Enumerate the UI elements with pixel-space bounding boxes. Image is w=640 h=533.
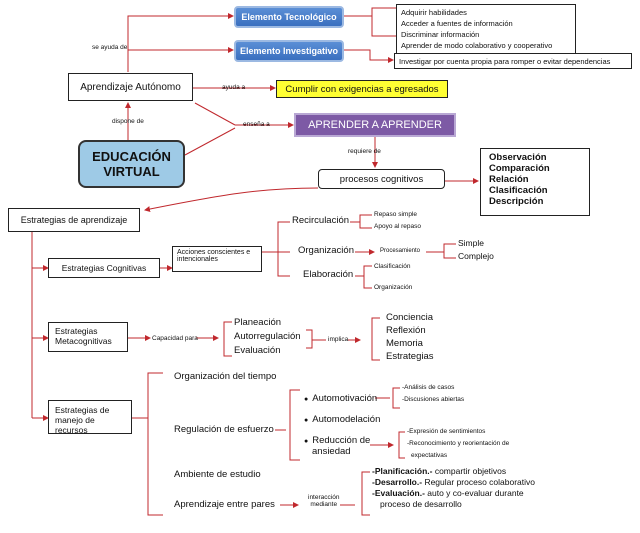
simple-label: Simple [458,238,484,248]
procesos-items-box: Observación Comparación Relación Clasifi… [480,148,590,216]
manejo-recursos-node: Estrategias de manejo de recursos [48,400,132,435]
list-item: Aprender de modo colaborativo y cooperat… [401,41,553,50]
list-item: Acceder a fuentes de información [401,19,513,28]
meta-item: Planeación [234,317,282,328]
automotivacion-label: ●Automotivación [304,393,378,405]
pares-item: -Planificación.- compartir objetivos [372,466,507,476]
implica-label: implica [328,336,349,343]
bullet-icon: ● [304,396,309,403]
capacidad-para-label: Capacidad para [152,335,198,342]
list-item: Clasificación [489,185,548,196]
implica-item: Memoria [386,338,423,349]
educacion-line1: EDUCACIÓN [92,149,171,164]
dispone-de-label: dispone de [112,118,144,125]
bullet-icon: ● [304,438,309,445]
elemento-tecnologico-node: Elemento Tecnológico [234,6,344,28]
elab-item: Clasificación [374,263,411,270]
regulacion-label: Regulación de esfuerzo [174,424,274,435]
list-item: Descripción [489,196,544,207]
list-item: Relación [489,174,529,185]
procesos-label: procesos cognitivos [339,173,424,185]
educacion-line2: VIRTUAL [103,164,160,179]
elemento-investigativo-node: Elemento Investigativo [234,40,344,62]
cumplir-label: Cumplir con exigencias a egresados [285,83,439,95]
pares-items: -Planificación.- compartir objetivos -De… [372,466,535,510]
meta-line1: Estrategias [55,326,98,336]
org-tiempo-label: Organización del tiempo [174,371,277,382]
aprender-label: APRENDER A APRENDER [308,119,442,131]
organizacion-label: Organización [298,245,354,256]
automodelacion-text: Automodelación [312,414,381,425]
auto-item: -Análisis de casos [402,384,455,391]
aprendizaje-autonomo-node: Aprendizaje Autónomo [68,73,193,101]
meta-item: Evaluación [234,345,281,356]
red-item: -Expresión de sentimientos [407,428,486,435]
elab-item: Organización [374,284,413,291]
reduccion-label: ●Reducción de ansiedad [304,435,371,458]
list-item: Observación [489,152,547,163]
list-item: Adquirir habilidades [401,8,467,17]
automodelacion-label: ●Automodelación [304,414,381,426]
implica-item: Estrategias [386,351,434,362]
recirculacion-label: Recirculación [292,215,350,226]
interaccion-label: interacción mediante [308,494,339,509]
auto-item: -Discusiones abiertas [402,396,465,403]
acciones-line1: Acciones conscientes e [177,249,251,256]
educacion-virtual-node: EDUCACIÓN VIRTUAL [78,140,185,188]
meta-line2: Metacognitivas [55,336,112,346]
interaccion-line1: interacción [308,494,340,501]
procesamiento-label: Procesamiento [380,248,421,254]
automotivacion-text: Automotivación [312,393,378,404]
reduccion-line1: Reducción de [312,435,371,446]
cognitivas-node: Estrategias Cognitivas [48,258,160,278]
ayuda-a-label: ayuda a [222,84,246,91]
se-ayuda-de-label: se ayuda de [92,44,128,51]
implica-item: Reflexión [386,325,426,336]
recirc-item: Repaso simple [374,211,417,218]
procesos-node: procesos cognitivos [318,169,445,189]
list-item: Investigar por cuenta propia para romper… [399,57,611,66]
estrategias-node: Estrategias de aprendizaje [8,208,140,232]
cognitivas-label: Estrategias Cognitivas [61,263,147,273]
requiere-de-label: requiere de [348,148,381,155]
list-item: Comparación [489,163,550,174]
implica-item: Conciencia [386,312,433,323]
manejo-line1: Estrategias de manejo de [55,405,110,425]
pares-item: -Evaluación.- auto y co-evaluar durante [372,488,524,498]
pares-item: proceso de desarrollo [380,499,462,509]
elemento-tecnologico-label: Elemento Tecnológico [241,12,337,22]
aprender-node: APRENDER A APRENDER [294,113,456,137]
red-item: -Reconocimiento y reorientación de [407,440,510,447]
list-item: Discriminar información [401,30,480,39]
tecnologico-items-box: Adquirir habilidades Acceder a fuentes d… [396,4,576,54]
estrategias-label: Estrategias de aprendizaje [20,215,128,225]
complejo-label: Complejo [458,251,494,261]
reduccion-line2: ansiedad [312,445,351,457]
ensena-a-label: enseña a [243,121,270,128]
bullet-icon: ● [304,417,309,424]
pares-label: Aprendizaje entre pares [174,499,275,510]
pares-item: -Desarrollo.- Regular proceso colaborati… [372,477,536,487]
interaccion-line2: mediante [310,501,338,509]
red-item: expectativas [411,452,448,459]
cumplir-node: Cumplir con exigencias a egresados [276,80,448,98]
manejo-line2: recursos [55,425,88,435]
aprendizaje-autonomo-label: Aprendizaje Autónomo [80,81,181,93]
acciones-node: Acciones conscientes e intencionales [172,246,262,272]
investigativo-item-box: Investigar por cuenta propia para romper… [394,53,632,69]
elemento-investigativo-label: Elemento Investigativo [239,46,339,56]
meta-item: Autorregulación [234,331,301,342]
ambiente-label: Ambiente de estudio [174,469,261,480]
recirc-item: Apoyo al repaso [374,223,421,230]
elaboracion-label: Elaboración [303,269,354,280]
acciones-line2: intencionales [177,256,218,263]
metacognitivas-node: Estrategias Metacognitivas [48,322,128,352]
